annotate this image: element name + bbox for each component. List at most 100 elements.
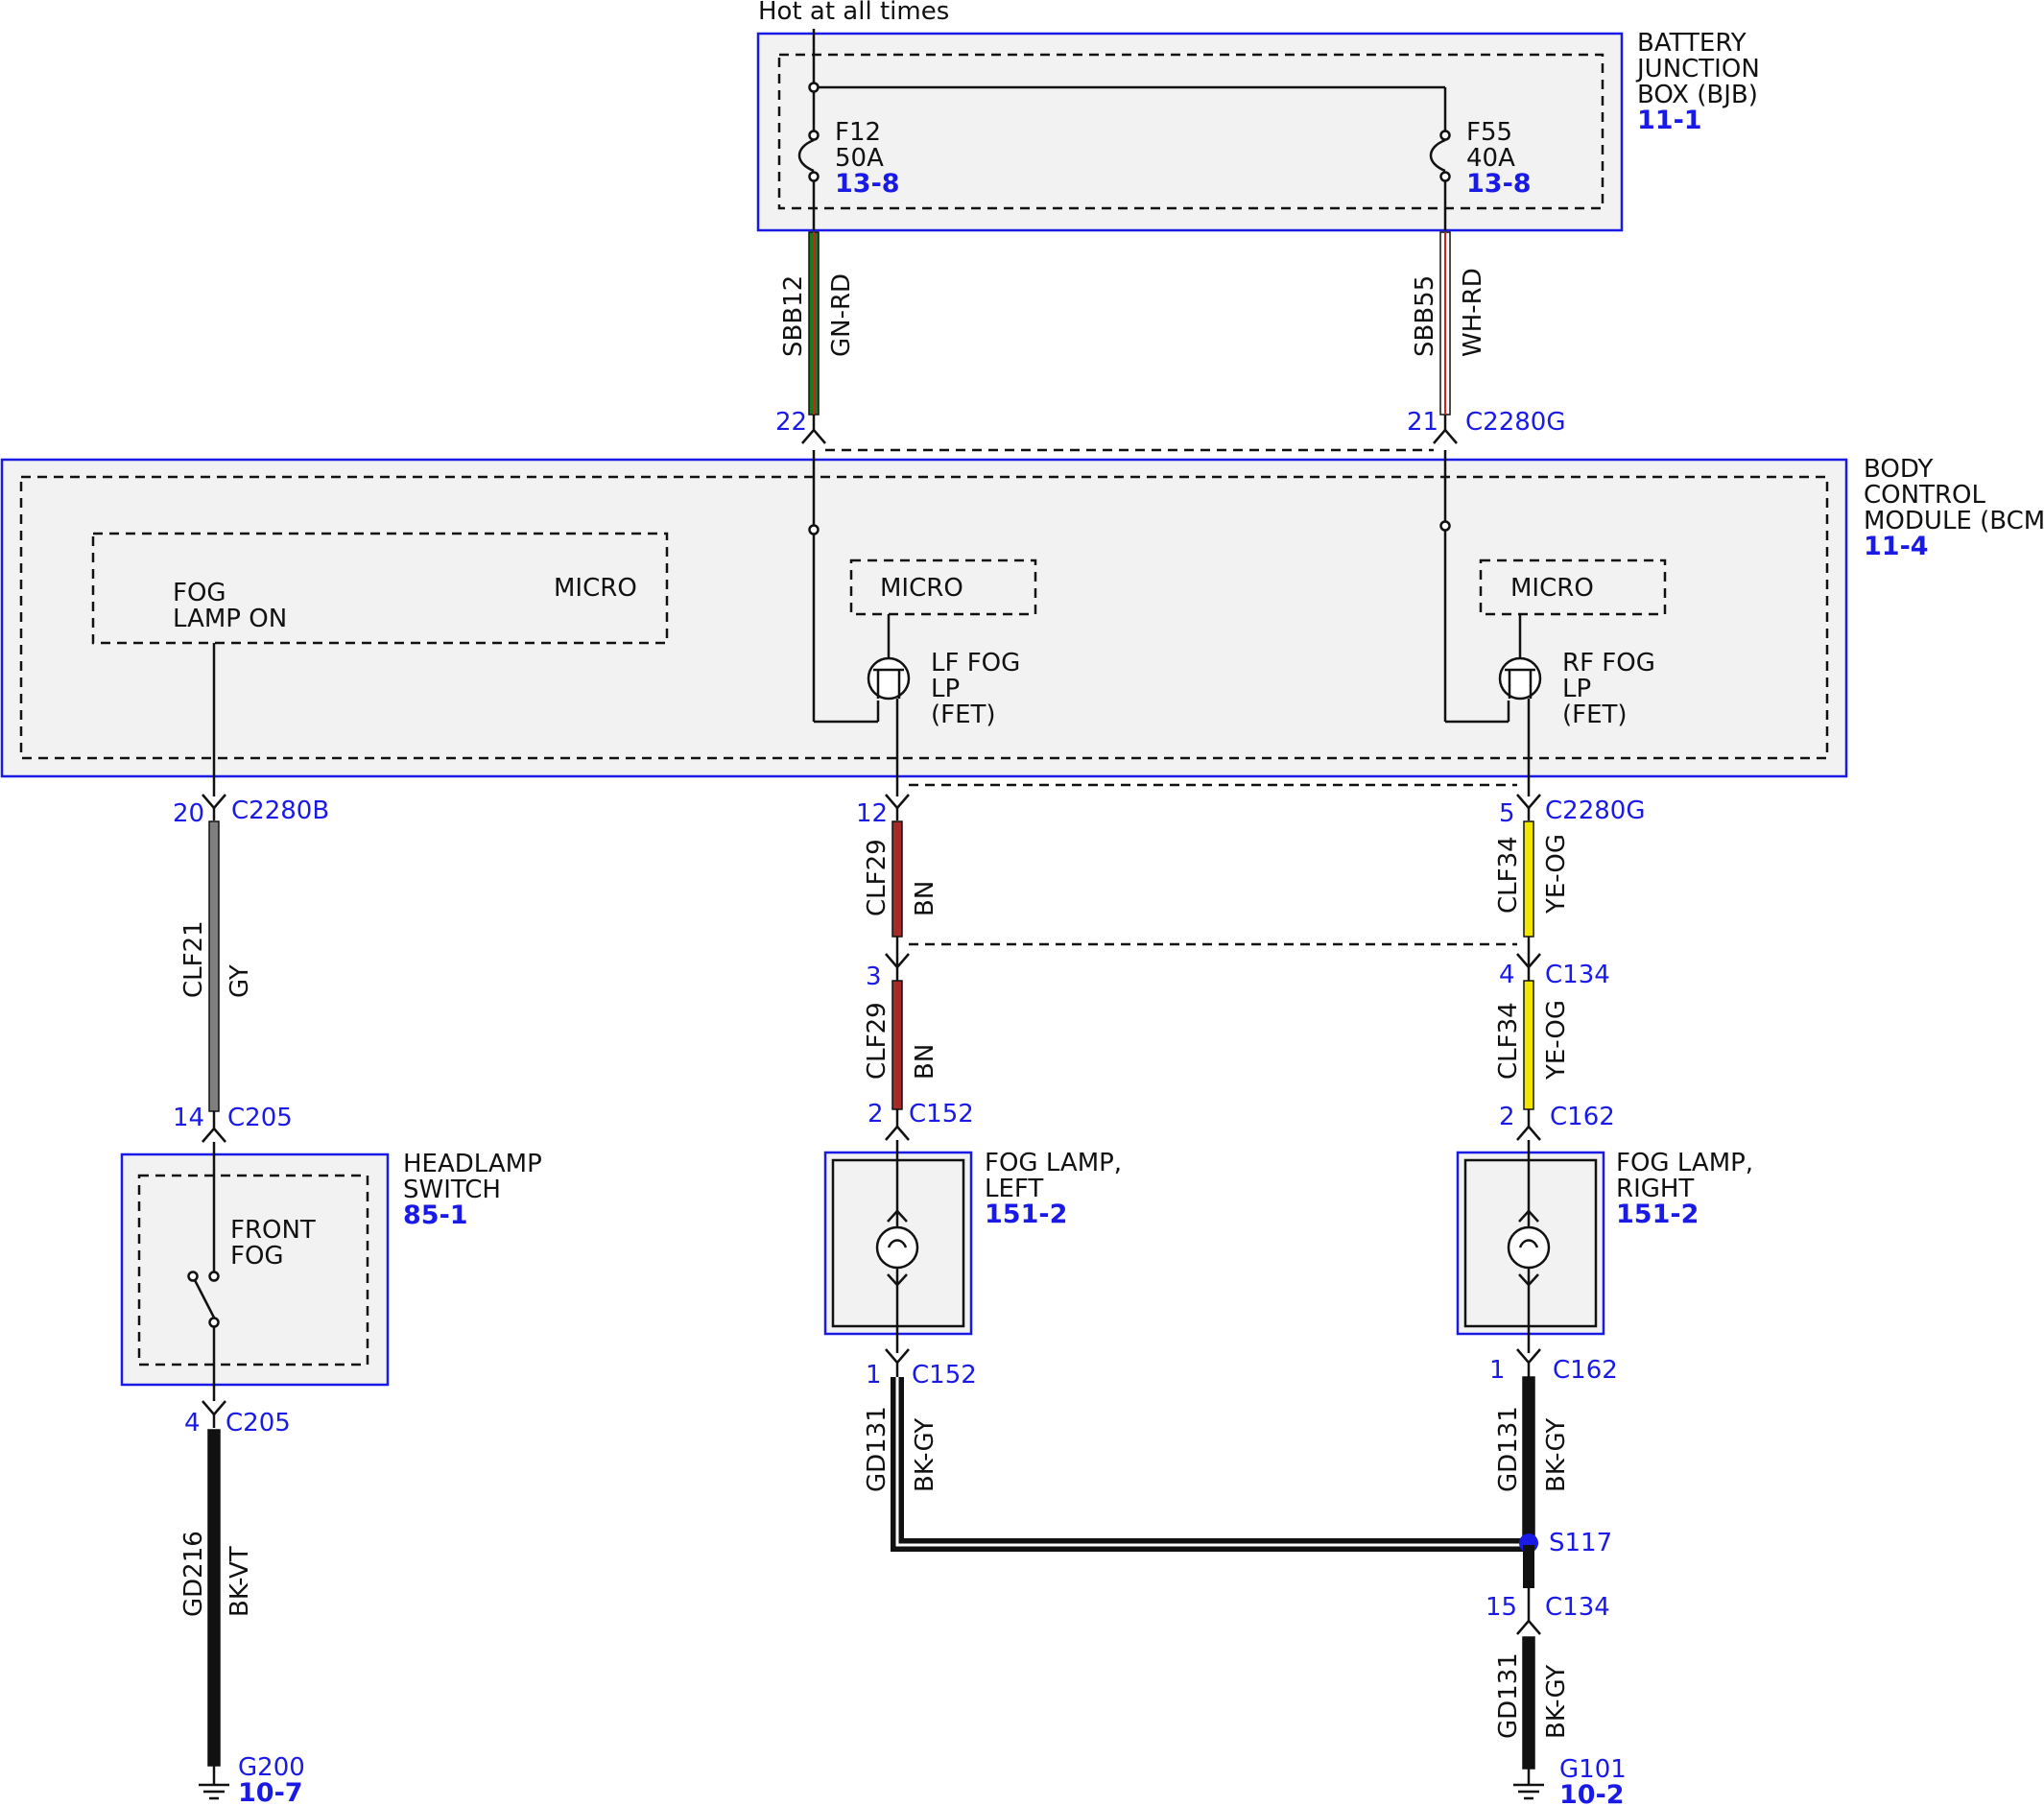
- bcm-micro-lf: [849, 558, 1037, 616]
- wire-sbb55[interactable]: SBB55 WH-RD: [1411, 231, 1487, 416]
- connector-c134-4[interactable]: 4 C134: [1499, 937, 1610, 989]
- connector-pin: 4: [184, 1409, 201, 1438]
- fog-lamp-left-bulb-icon: [875, 1225, 919, 1270]
- connector-c2280g-12[interactable]: 12: [856, 794, 910, 828]
- wire-sbb12[interactable]: SBB12 GN-RD: [779, 231, 856, 416]
- bcm-micro-rf-label: MICRO: [1510, 574, 1594, 603]
- wire-clf29-lower-color: BN: [911, 1044, 939, 1080]
- wire-clf29-upper[interactable]: CLF29 BN: [863, 820, 939, 938]
- connector-name: C162: [1550, 1103, 1615, 1131]
- wire-sbb12-color: GN-RD: [827, 273, 856, 357]
- fuse-f12-id: F12: [835, 118, 881, 147]
- wire-clf29-lower[interactable]: CLF29 BN: [863, 980, 939, 1110]
- connector-name: C2280G: [1545, 796, 1645, 825]
- fog-lamp-right-ref[interactable]: 151-2: [1616, 1200, 1699, 1229]
- rf-fet-line3: (FET): [1562, 701, 1628, 729]
- bcm-ref[interactable]: 11-4: [1864, 532, 1929, 561]
- headlamp-switch-title-line1: HEADLAMP: [403, 1150, 542, 1178]
- bjb-title-line3: BOX (BJB): [1637, 81, 1758, 109]
- connector-name: C152: [912, 1361, 977, 1390]
- wire-clf21-color: GY: [226, 964, 254, 998]
- fuse-f55-ref[interactable]: 13-8: [1466, 169, 1532, 199]
- wire-sbb55-stripe-tracer: [1444, 232, 1446, 415]
- connector-pin: 15: [1485, 1593, 1517, 1622]
- connector-name: C2280G: [1465, 408, 1565, 437]
- wire-gd131-ground[interactable]: GD131 BK-GY: [1494, 1636, 1571, 1770]
- bjb-title-line2: JUNCTION: [1635, 55, 1760, 83]
- connector-pin: 1: [866, 1361, 882, 1390]
- connector-c162-1[interactable]: 1 C162: [1489, 1348, 1618, 1385]
- wire-gd131-ground-color: BK-GY: [1542, 1665, 1571, 1739]
- connector-pin: 2: [1499, 1103, 1515, 1131]
- wire-gd216[interactable]: GD216 BK-VT: [179, 1429, 254, 1767]
- headlamp-switch-ref[interactable]: 85-1: [403, 1200, 468, 1230]
- connector-c2280g-21[interactable]: 21 C2280G: [1407, 408, 1565, 444]
- connector-c2280g-22[interactable]: 22: [775, 408, 826, 444]
- wire-gd131-left-circuit: GD131: [863, 1406, 891, 1492]
- connector-c134-3[interactable]: 3: [866, 937, 910, 991]
- connector-c205-4[interactable]: 4 C205: [184, 1400, 291, 1438]
- fuse-f55[interactable]: F55 40A 13-8: [1466, 118, 1532, 199]
- connector-pin: 2: [868, 1100, 884, 1129]
- connector-pin: 1: [1489, 1356, 1506, 1385]
- connector-name: C162: [1553, 1356, 1618, 1385]
- fog-lamp-on-line1: FOG: [173, 579, 226, 607]
- bcm-micro-main-label: MICRO: [554, 574, 637, 603]
- fog-lamp-left-title-line1: FOG LAMP,: [985, 1149, 1122, 1177]
- wire-gd131-left[interactable]: GD131 BK-GY: [863, 1377, 1529, 1552]
- fog-lamp-right-bulb-icon: [1507, 1225, 1551, 1270]
- connector-c162-2[interactable]: 2 C162: [1499, 1103, 1615, 1141]
- fog-lamp-left: FOG LAMP, LEFT 151-2: [823, 1140, 1122, 1353]
- ground-g200-name: G200: [238, 1753, 305, 1782]
- lf-fet-line3: (FET): [931, 701, 996, 729]
- front-fog-switch-contact: [193, 1279, 216, 1319]
- connector-c152-2[interactable]: 2 C152: [868, 1100, 974, 1141]
- connector-pin: 21: [1407, 408, 1438, 437]
- connector-pin: 3: [866, 962, 882, 991]
- wire-clf34-upper[interactable]: CLF34 YE-OG: [1494, 820, 1571, 938]
- fuse-f55-rating: 40A: [1466, 144, 1515, 173]
- wire-clf21-circuit: CLF21: [179, 920, 208, 998]
- lf-fog-fet-symbol: [867, 614, 911, 796]
- bjb-ref[interactable]: 11-1: [1637, 106, 1702, 135]
- splice-s117[interactable]: S117: [1519, 1529, 1612, 1557]
- wire-clf21[interactable]: CLF21 GY: [179, 820, 254, 1112]
- headlamp-switch-title-line2: SWITCH: [403, 1176, 501, 1204]
- ground-g200[interactable]: G200 10-7: [199, 1753, 305, 1806]
- connector-pin: 4: [1499, 961, 1515, 989]
- connector-c134-15[interactable]: 15 C134: [1485, 1545, 1610, 1635]
- wire-gd131-left-color: BK-GY: [911, 1418, 939, 1492]
- connector-pin: 5: [1499, 799, 1515, 828]
- fog-lamp-left-ref[interactable]: 151-2: [985, 1200, 1067, 1229]
- connector-c2280g-5[interactable]: 5 C2280G: [1499, 794, 1645, 828]
- wire-clf29-upper-circuit: CLF29: [863, 839, 891, 916]
- fuse-f12-ref[interactable]: 13-8: [835, 169, 900, 199]
- connector-name: C2280B: [231, 796, 329, 825]
- connector-c152-1[interactable]: 1 C152: [866, 1348, 977, 1390]
- fog-lamp-on-line2: LAMP ON: [173, 605, 287, 633]
- ground-g101-ref[interactable]: 10-2: [1559, 1780, 1625, 1806]
- wire-sbb55-circuit: SBB55: [1411, 275, 1439, 357]
- bcm-micro-main: [91, 532, 669, 645]
- body-control-module: BODY CONTROL MODULE (BCM) 11-4 MICRO FOG…: [0, 450, 2044, 796]
- wire-gd131-right[interactable]: GD131 BK-GY: [1494, 1376, 1571, 1546]
- wire-clf34-upper-color: YE-OG: [1542, 834, 1571, 915]
- fog-lamp-right-title-line2: RIGHT: [1616, 1175, 1694, 1203]
- ground-g101[interactable]: G101 10-2: [1513, 1755, 1627, 1806]
- rf-fet-line1: RF FOG: [1562, 649, 1655, 677]
- ground-g200-ref[interactable]: 10-7: [238, 1778, 303, 1806]
- connector-name: C205: [226, 1409, 291, 1438]
- wire-gd131-right-circuit: GD131: [1494, 1406, 1523, 1492]
- connector-c2280b-20[interactable]: 20 C2280B: [173, 794, 329, 828]
- bcm-title-line3: MODULE (BCM): [1864, 507, 2044, 535]
- fuse-f12-rating: 50A: [835, 144, 884, 173]
- connector-name: C152: [909, 1100, 974, 1129]
- connector-c205-14[interactable]: 14 C205: [173, 1104, 293, 1143]
- fuse-f12[interactable]: F12 50A 13-8: [835, 118, 900, 199]
- wire-clf34-lower[interactable]: CLF34 YE-OG: [1494, 980, 1571, 1110]
- wire-clf29-lower-circuit: CLF29: [863, 1002, 891, 1080]
- wire-clf34-lower-color: YE-OG: [1542, 1000, 1571, 1081]
- wire-gd216-color: BK-VT: [226, 1546, 254, 1617]
- wire-sbb12-stripe-tracer: [813, 232, 815, 415]
- rf-fog-fet-symbol: [1498, 614, 1542, 796]
